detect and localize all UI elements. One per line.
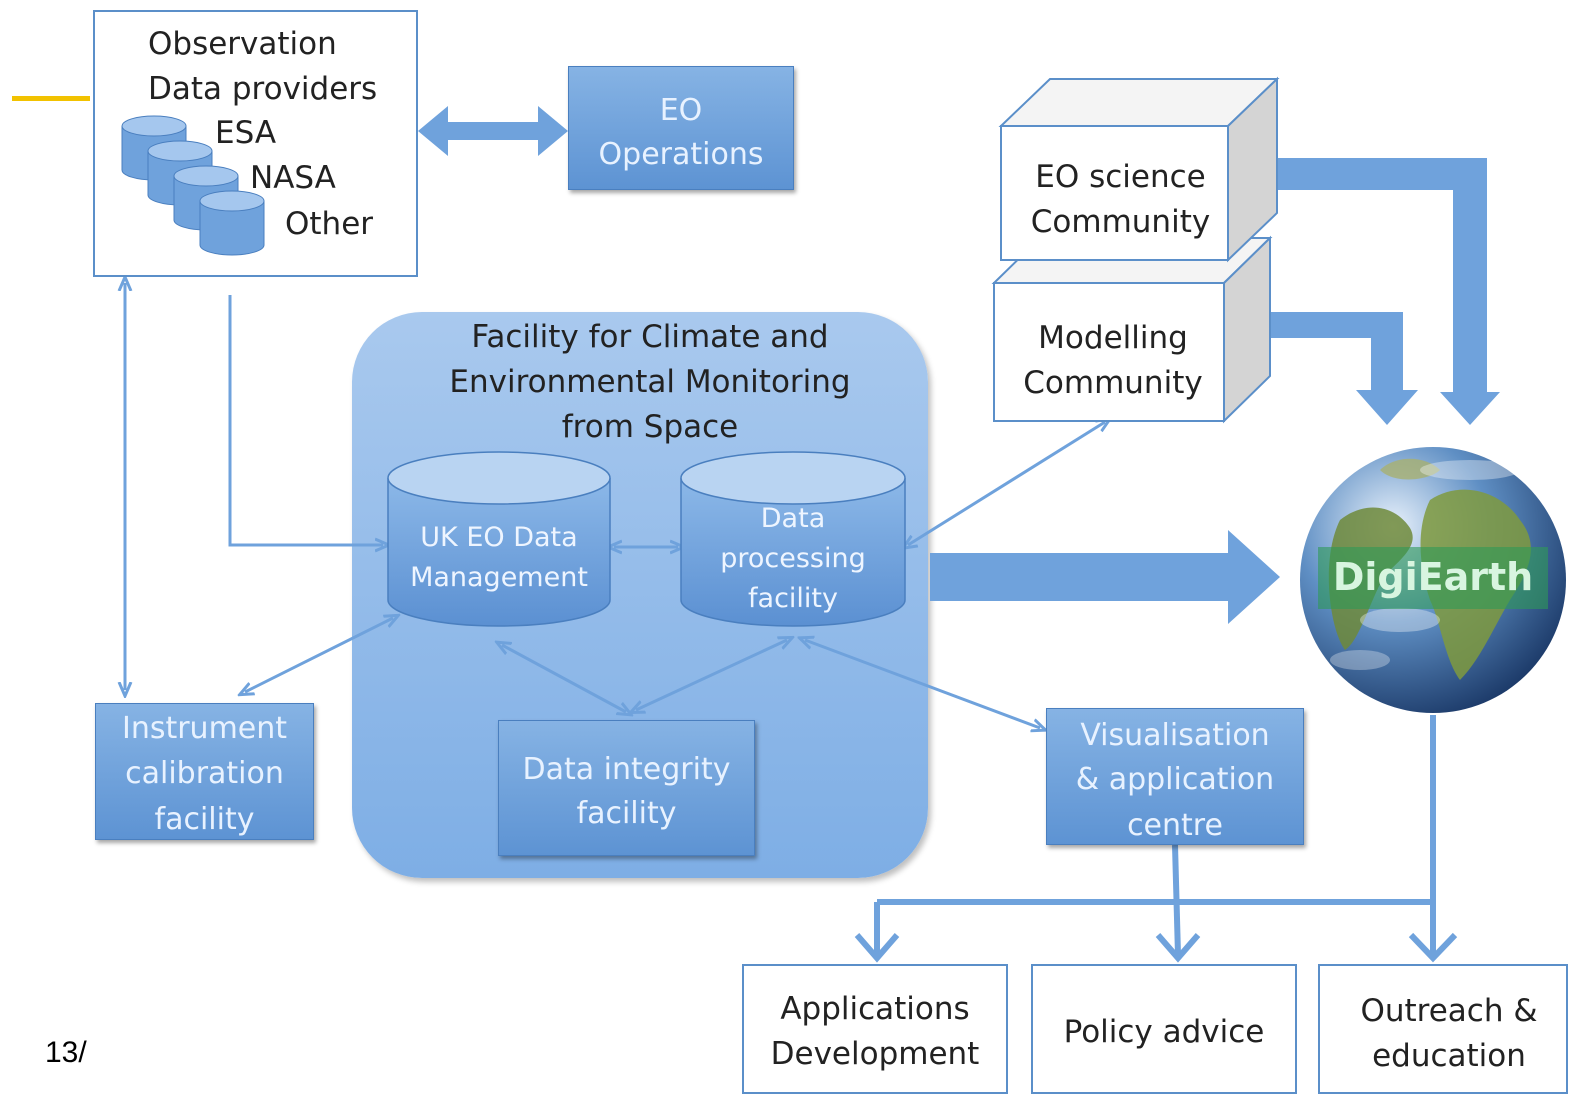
arrowhead-policy — [1155, 933, 1201, 963]
processing-line1: Data — [760, 503, 826, 534]
applications-line1: Applications — [780, 991, 970, 1027]
digiearth-label: DigiEarth — [1332, 555, 1534, 599]
instrument-line1: Instrument — [121, 711, 288, 746]
arrowhead-outreach — [1408, 932, 1458, 963]
provider-esa: ESA — [215, 115, 277, 151]
processing-line2: processing — [720, 543, 866, 574]
provider-other: Other — [285, 206, 374, 242]
arrow-data-management-to-integrity — [502, 645, 626, 712]
arrow-instrument-to-data-management — [245, 618, 393, 692]
visualisation-line3: centre — [1127, 808, 1223, 843]
arrow-processing-to-visualisation — [805, 640, 1040, 728]
arrow-processing-to-modelling — [908, 422, 1105, 545]
policy-label: Policy advice — [1063, 1014, 1265, 1050]
facility-title-line2: Environmental Monitoring — [449, 364, 851, 400]
outreach-box — [1318, 964, 1568, 1094]
page-number-text: 13/ — [45, 1038, 87, 1069]
eo-operations-box — [568, 66, 794, 190]
visualisation-line2: & application — [1075, 762, 1275, 797]
processing-line3: facility — [748, 583, 838, 614]
eo-science-line2: Community — [1030, 204, 1211, 240]
instrument-line3: facility — [154, 802, 255, 837]
provider-nasa: NASA — [250, 160, 336, 196]
facility-title-line3: from Space — [561, 409, 739, 445]
digiearth-globe — [1300, 447, 1566, 713]
applications-line2: Development — [770, 1036, 980, 1072]
data-management-line2: Management — [410, 562, 588, 593]
arrow-provider-to-eo-operations — [418, 106, 568, 156]
eo-operations-line1: EO — [659, 93, 703, 128]
applications-box — [742, 964, 1008, 1094]
observation-title-line1: Observation — [148, 26, 337, 62]
arrow-eo-science-to-digiearth — [1255, 158, 1500, 425]
data-integrity-line2: facility — [576, 796, 677, 831]
modelling-line2: Community — [1023, 365, 1203, 401]
instrument-calibration-box — [95, 703, 314, 840]
outreach-line2: education — [1372, 1038, 1526, 1074]
arrow-provider-to-data-management — [228, 295, 383, 545]
data-management-line1: UK EO Data — [420, 522, 578, 553]
outreach-line1: Outreach & — [1360, 993, 1538, 1029]
arrow-processing-to-integrity — [636, 640, 787, 710]
policy-box — [1031, 964, 1297, 1094]
modelling-line1: Modelling — [1038, 320, 1188, 356]
arrowhead-applications — [854, 933, 900, 963]
visualisation-box — [1046, 708, 1304, 845]
instrument-line2: calibration — [125, 756, 284, 791]
arrow-processing-to-digiearth — [930, 530, 1280, 624]
data-integrity-box — [498, 720, 755, 856]
visualisation-line1: Visualisation — [1080, 718, 1270, 753]
eo-science-line1: EO science — [1035, 159, 1206, 195]
page-number: 13/ — [45, 1038, 89, 1074]
observation-title-line2: Data providers — [148, 71, 378, 107]
accent-line — [12, 96, 90, 101]
arrow-modelling-to-digiearth — [1255, 312, 1418, 425]
eo-operations-line2: Operations — [598, 137, 764, 172]
data-integrity-line1: Data integrity — [522, 752, 731, 787]
facility-title-line1: Facility for Climate and — [471, 319, 829, 355]
